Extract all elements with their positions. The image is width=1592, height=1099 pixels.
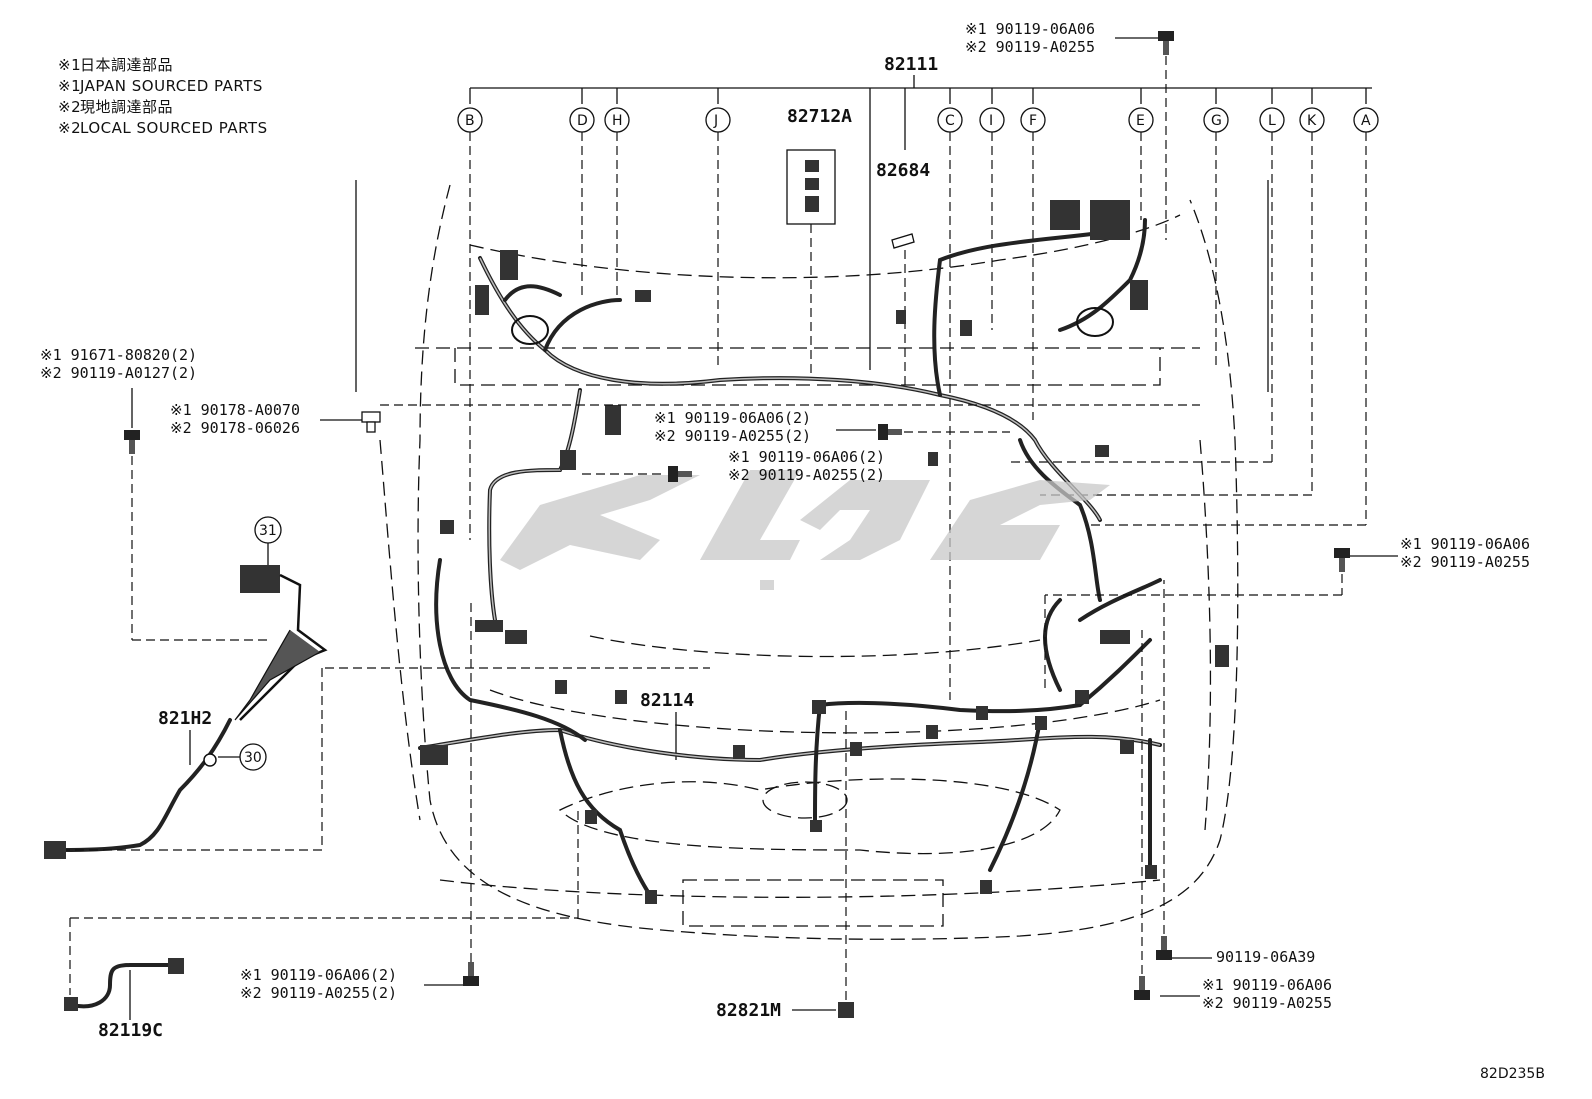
letter-G: G — [1211, 113, 1222, 129]
fastener-bottom-right-line1: ※1 90119-06A06 — [1202, 976, 1332, 994]
bracket-821H2[interactable] — [44, 565, 328, 859]
letter-D: D — [577, 113, 588, 129]
letter-I: I — [989, 113, 993, 129]
fastener-left-90178-line1: ※1 90178-A0070 — [170, 401, 300, 419]
grommet-left-icon — [511, 315, 549, 345]
fastener-right-mid-line1: ※1 90119-06A06 — [1400, 535, 1530, 553]
note-1-jp: ※1 — [58, 56, 81, 74]
letter-A: A — [1361, 113, 1371, 129]
fastener-bottom-left-line1: ※1 90119-06A06(2) — [240, 966, 397, 984]
main-bracket — [469, 75, 1372, 370]
bolt-icon — [668, 466, 692, 482]
part-82821M-label[interactable]: 82821M — [716, 1000, 781, 1021]
bolt-icon — [1156, 936, 1172, 960]
bolt-icon — [1158, 31, 1174, 55]
grommet-right-icon — [1076, 307, 1114, 337]
fastener-left-91671-line2: ※2 90119-A0127(2) — [40, 364, 197, 382]
part-82684-label[interactable]: 82684 — [876, 160, 930, 181]
harness-82119C[interactable] — [64, 810, 579, 1011]
part-82111-label[interactable]: 82111 — [884, 54, 938, 75]
clip-icon — [361, 411, 381, 433]
part-82114-label[interactable]: 82114 — [640, 690, 694, 711]
bolt-icon — [1134, 976, 1150, 1000]
letter-K: K — [1307, 113, 1317, 129]
fastener-bottom-right-line2: ※2 90119-A0255 — [1202, 994, 1332, 1012]
fastener-top-right-line1: ※1 90119-06A06 — [965, 20, 1095, 38]
part-821H2-label[interactable]: 821H2 — [158, 708, 212, 729]
ref-30: 30 — [244, 750, 262, 766]
vehicle-body-outline — [355, 180, 1269, 940]
fastener-center-1-line2: ※2 90119-A0255(2) — [654, 427, 811, 445]
bolt-icon — [878, 424, 902, 440]
fuse-block-82712A[interactable] — [786, 149, 836, 378]
part-82821M-connector — [838, 1002, 854, 1018]
fastener-center-1-line1: ※1 90119-06A06(2) — [654, 409, 811, 427]
fastener-center-2-line1: ※1 90119-06A06(2) — [728, 448, 885, 466]
sourcing-notes: ※1 日本調達部品 ※1 JAPAN SOURCED PARTS ※2 現地調達… — [58, 56, 268, 137]
fastener-left-90178-line2: ※2 90178-06026 — [170, 419, 300, 437]
fastener-right-mid-line2: ※2 90119-A0255 — [1400, 553, 1530, 571]
fastener-left-91671-line1: ※1 91671-80820(2) — [40, 346, 197, 364]
fastener-center-2-line2: ※2 90119-A0255(2) — [728, 466, 885, 484]
part-82712A-label[interactable]: 82712A — [787, 106, 852, 127]
fastener-bottom-left-line2: ※2 90119-A0255(2) — [240, 984, 397, 1002]
fastener-bottom-right-single: 90119-06A39 — [1216, 948, 1315, 966]
watermark-logo — [500, 470, 1110, 590]
bolt-icon — [1334, 548, 1350, 572]
letter-L: L — [1268, 113, 1276, 129]
letter-E: E — [1136, 113, 1145, 129]
note-1-en-text: JAPAN SOURCED PARTS — [79, 77, 263, 95]
letter-leads — [469, 132, 1367, 700]
front-harness-82114[interactable] — [418, 520, 1229, 904]
letter-F: F — [1029, 113, 1037, 129]
note-1-jp-text: 日本調達部品 — [80, 56, 173, 74]
fastener-top-right-line2: ※2 90119-A0255 — [965, 38, 1095, 56]
diagram-id: 82D235B — [1480, 1066, 1545, 1082]
part-82684-clip — [891, 233, 915, 249]
note-2-jp: ※2 — [58, 98, 81, 116]
letter-B: B — [465, 113, 475, 129]
note-2-jp-text: 現地調達部品 — [80, 98, 173, 116]
engine-harness-82111[interactable] — [475, 200, 1162, 622]
note-2-en: ※2 — [58, 119, 81, 137]
letter-J: J — [713, 113, 718, 129]
ref-31: 31 — [259, 523, 277, 539]
note-2-en-text: LOCAL SOURCED PARTS — [80, 119, 268, 137]
bolt-icon — [463, 962, 479, 986]
letter-C: C — [945, 113, 955, 129]
note-1-en: ※1 — [58, 77, 81, 95]
part-82119C-label[interactable]: 82119C — [98, 1020, 163, 1041]
connector-letters: B D H J C I F E G L K A — [457, 107, 1379, 133]
letter-H: H — [612, 113, 623, 129]
bolt-icon — [124, 430, 140, 454]
